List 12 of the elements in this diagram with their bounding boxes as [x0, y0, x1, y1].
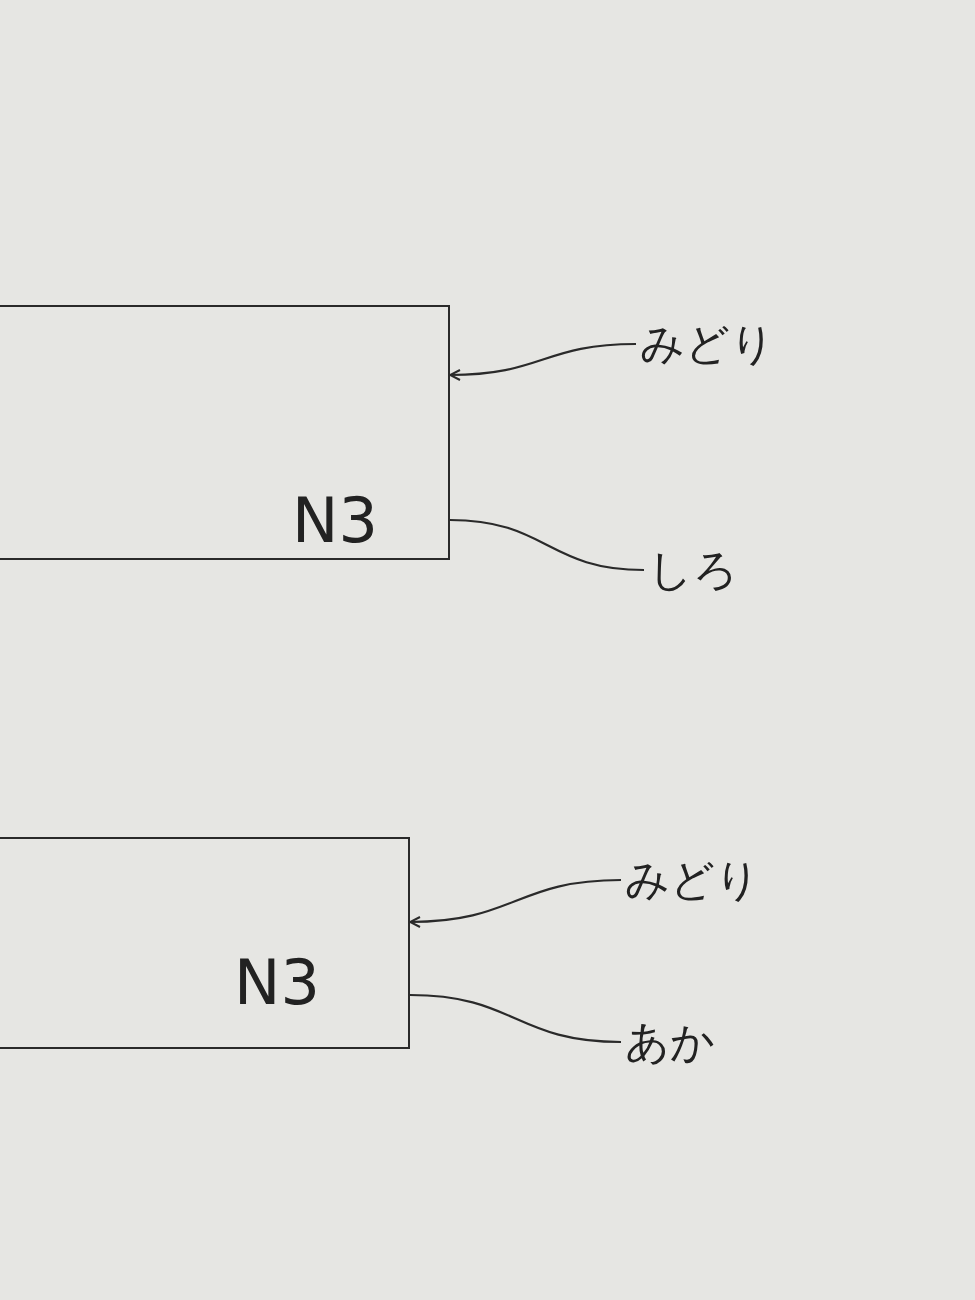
- component-box: [0, 305, 450, 560]
- box-label: N3: [292, 490, 378, 552]
- wire-label: みどり: [640, 322, 775, 366]
- wire-label: あか: [625, 1020, 715, 1064]
- arrow: [409, 878, 622, 928]
- connector-line: [449, 518, 645, 572]
- wire-label: しろ: [648, 548, 738, 592]
- wire-label: みどり: [625, 858, 760, 902]
- box-label: N3: [234, 952, 320, 1014]
- component-box: [0, 837, 410, 1049]
- connector-line: [409, 993, 622, 1044]
- arrow: [449, 342, 637, 381]
